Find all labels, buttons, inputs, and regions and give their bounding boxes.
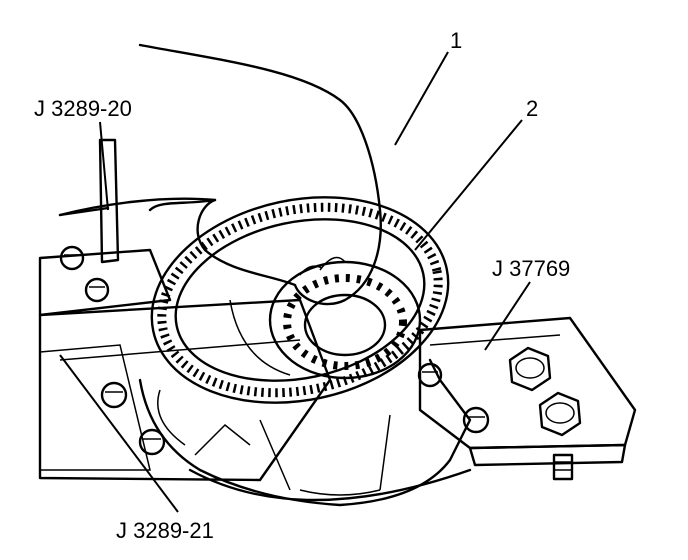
bolt-icon: [462, 406, 490, 434]
bolt-icon: [59, 245, 85, 271]
callout-2: 2: [526, 96, 538, 121]
bolt-icon: [508, 346, 552, 392]
callout-j37769: J 37769: [492, 256, 570, 281]
leader-line-1: [394, 51, 449, 146]
right-holding-fixture: [418, 316, 637, 467]
callout-j3289-20: J 3289-20: [34, 96, 132, 121]
callout-j3289-21: J 3289-21: [116, 518, 214, 543]
hand: [58, 43, 382, 306]
left-holding-fixture: [38, 138, 332, 482]
bolt-icon: [84, 277, 110, 303]
ring-gear: [150, 196, 450, 404]
bolts: [59, 245, 582, 481]
bolt-icon: [552, 453, 574, 481]
carrier-housing: [138, 358, 472, 507]
leader-line-j3289-20: [99, 121, 109, 211]
leader-line-j3289-21: [59, 354, 179, 513]
bolt-icon: [138, 428, 166, 456]
callout-1: 1: [450, 28, 462, 53]
bolt-icon: [417, 362, 443, 388]
leader-line-j37769: [484, 281, 531, 351]
leader-line-2: [414, 119, 523, 251]
bolt-icon: [538, 391, 582, 437]
bolt-icon: [100, 381, 128, 409]
